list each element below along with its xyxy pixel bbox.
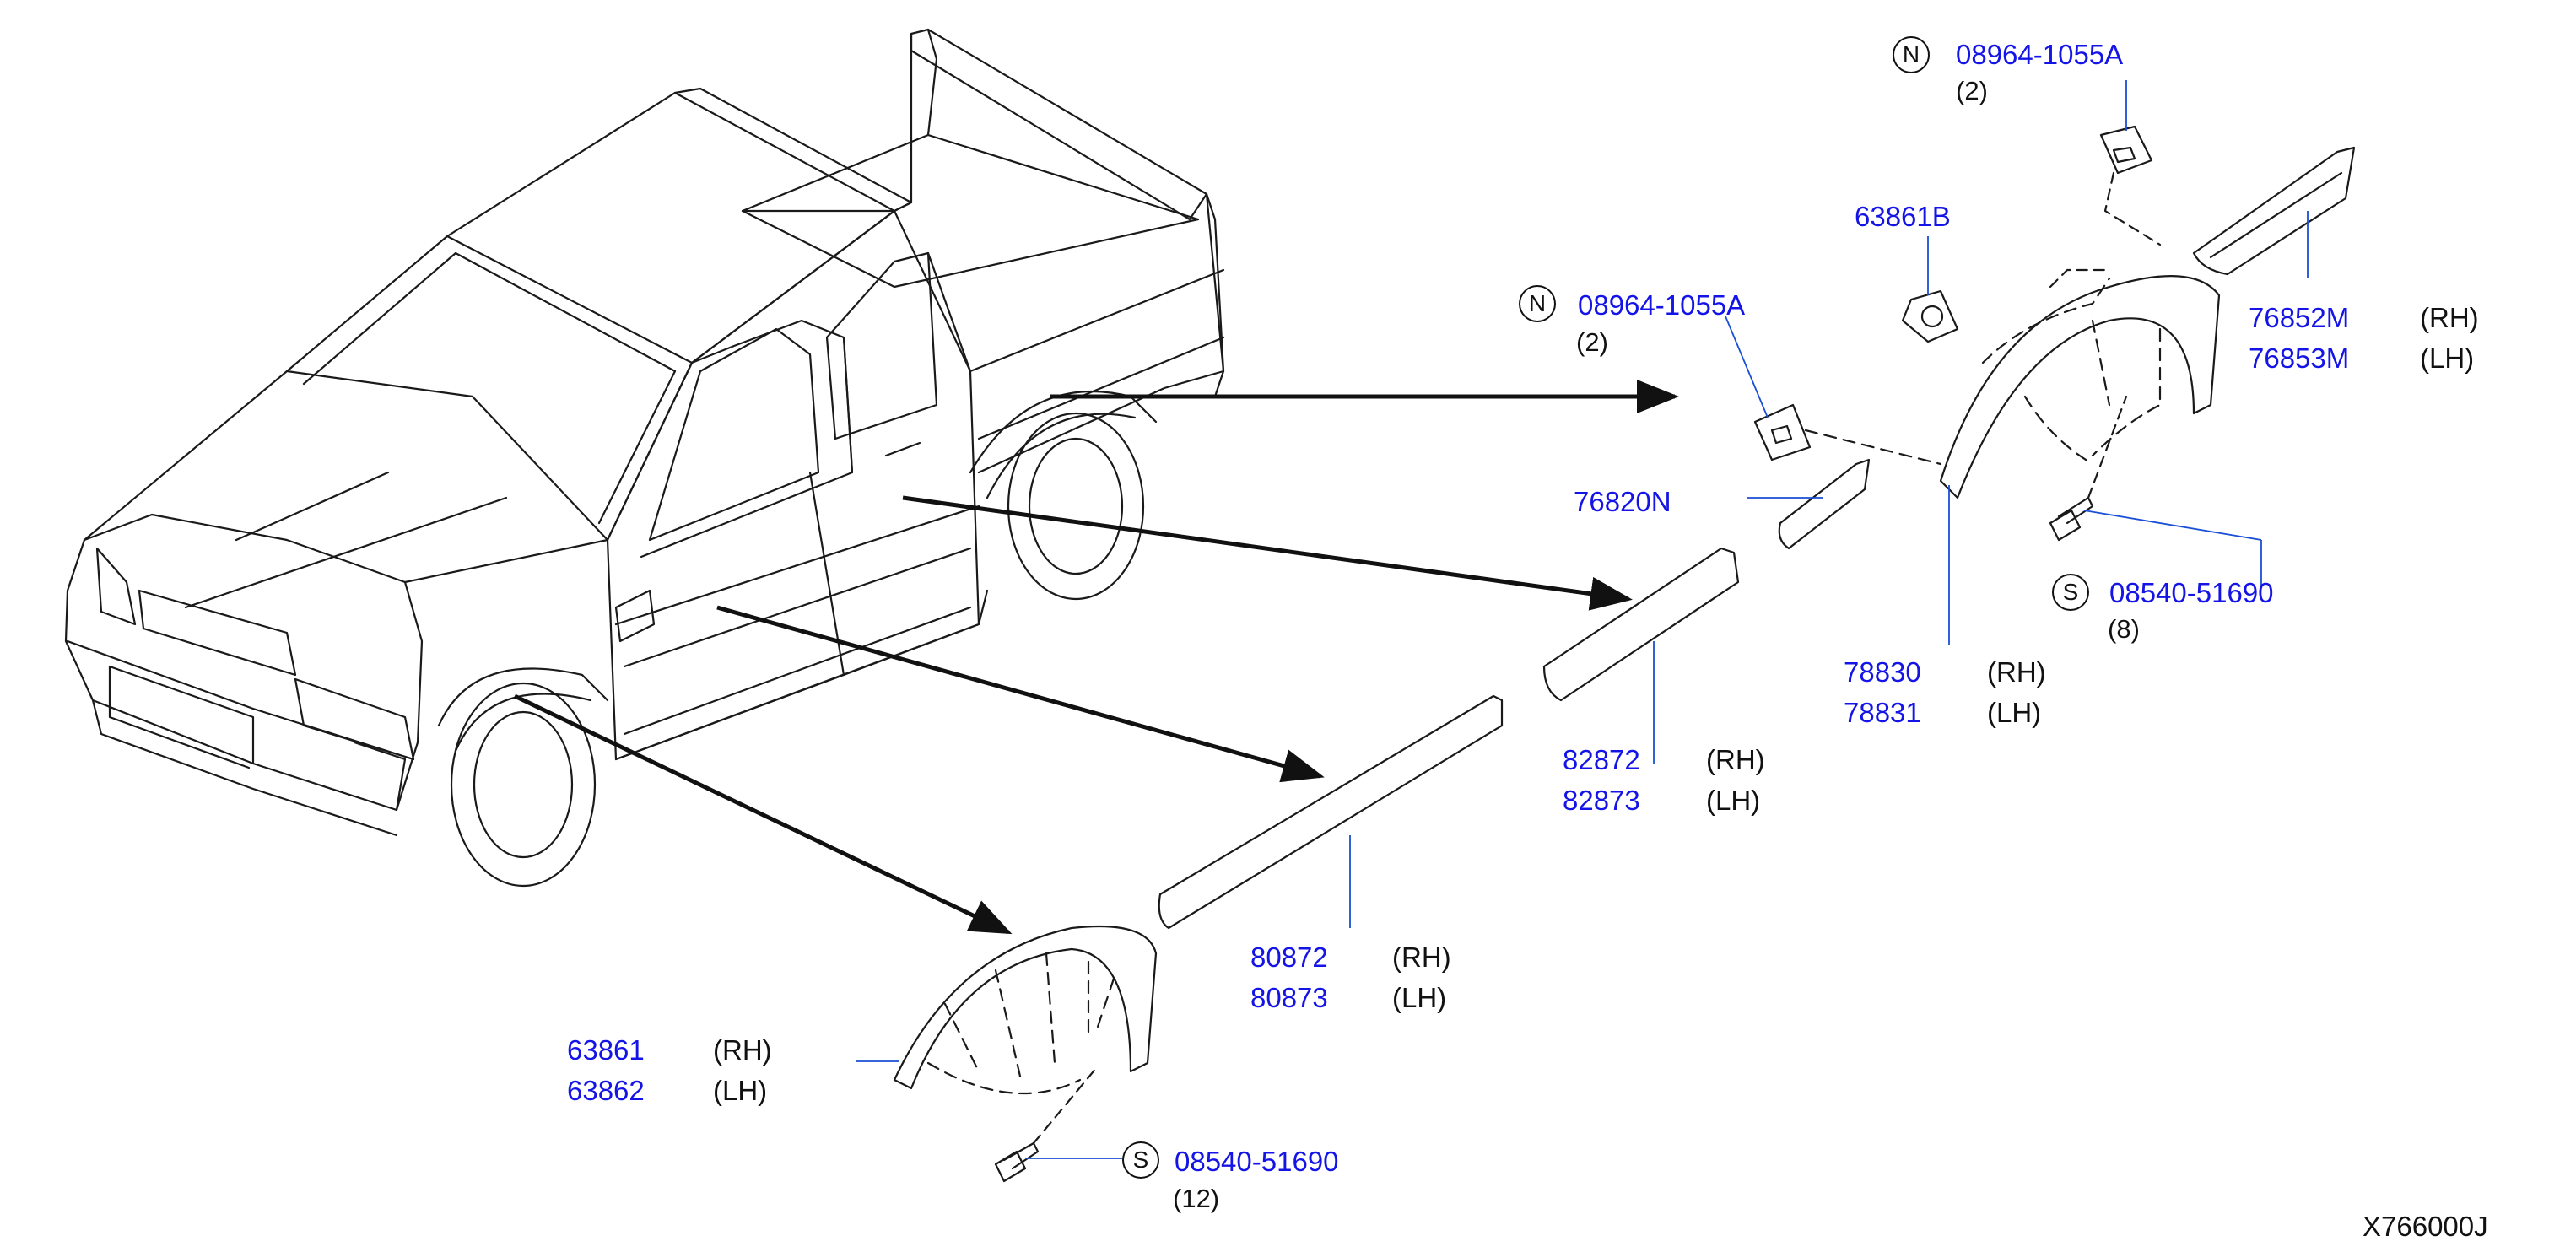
rear-flare-molding-shape <box>2192 146 2356 276</box>
s-symbol-rear: S <box>2052 574 2089 611</box>
side-rear-door-molding-rh: (RH) <box>1706 744 1765 775</box>
assembly-arrows <box>513 380 1679 935</box>
part-number-front-door-molding-lh[interactable]: 80873 <box>1250 982 1328 1013</box>
arrow-rear-door-molding <box>902 495 1633 611</box>
part-number-nut-rear[interactable]: 63861B <box>1855 201 1951 232</box>
side-front-wheelarch-lh: (LH) <box>713 1075 768 1106</box>
side-rear-flare-lh: (LH) <box>2420 343 2475 374</box>
part-number-front-door-molding-rh[interactable]: 80872 <box>1250 942 1328 973</box>
part-number-rear-door-molding-lh[interactable]: 82873 <box>1563 785 1640 816</box>
qty-screw-front: (12) <box>1173 1184 1220 1213</box>
part-number-rear-door-molding-rh[interactable]: 82872 <box>1563 744 1640 775</box>
side-rear-wheelarch-lh: (LH) <box>1987 697 2042 728</box>
screw-front-shape <box>994 1141 1040 1183</box>
part-number-rear-flare-lh[interactable]: 76853M <box>2249 343 2350 374</box>
front-door-molding-shape <box>1158 694 1504 930</box>
part-number-small-molding[interactable]: 76820N <box>1574 486 1671 517</box>
qty-clip-upper: (2) <box>1956 76 1988 105</box>
n-symbol-mid: N <box>1519 285 1556 322</box>
front-wheelarch-shape <box>893 925 1158 1090</box>
diagram-reference-code: X766000J <box>2363 1211 2488 1242</box>
pickup-truck-illustration <box>64 28 1225 888</box>
part-number-rear-wheelarch-lh[interactable]: 78831 <box>1844 697 1921 728</box>
part-number-rear-flare-rh[interactable]: 76852M <box>2249 302 2350 333</box>
arrow-front-flare <box>513 693 1013 935</box>
part-number-clip-upper[interactable]: 08964-1055A <box>1956 39 2124 70</box>
nut-rear-shape <box>1901 289 1959 343</box>
side-rear-flare-rh: (RH) <box>2420 302 2479 333</box>
screw-rear-shape <box>2049 496 2094 542</box>
qty-screw-rear: (8) <box>2108 614 2140 644</box>
part-number-screw-rear[interactable]: 08540-51690 <box>2109 577 2274 608</box>
part-number-front-wheelarch-rh[interactable]: 63861 <box>567 1034 645 1066</box>
side-front-door-molding-rh: (RH) <box>1392 942 1451 973</box>
qty-clip-mid: (2) <box>1576 327 1608 357</box>
side-front-door-molding-lh: (LH) <box>1392 982 1447 1013</box>
s-symbol-front: S <box>1122 1141 1159 1179</box>
n-symbol-upper: N <box>1893 36 1930 73</box>
rear-wheelarch-shape <box>1939 275 2221 499</box>
side-rear-wheelarch-rh: (RH) <box>1987 656 2046 688</box>
leader-lines <box>856 80 2309 1159</box>
side-rear-door-molding-lh: (LH) <box>1706 785 1761 816</box>
part-number-screw-front[interactable]: 08540-51690 <box>1175 1146 1339 1177</box>
upper-clip-shape <box>2099 125 2153 175</box>
part-number-clip-mid[interactable]: 08964-1055A <box>1578 289 1746 321</box>
arrow-front-door-molding <box>716 605 1325 783</box>
small-molding-shape <box>1778 458 1871 550</box>
side-front-wheelarch-rh: (RH) <box>713 1034 772 1066</box>
mid-clip-shape <box>1753 403 1812 461</box>
rear-door-molding-shape <box>1542 547 1740 702</box>
part-number-front-wheelarch-lh[interactable]: 63862 <box>567 1075 645 1106</box>
part-number-rear-wheelarch-rh[interactable]: 78830 <box>1844 656 1921 688</box>
